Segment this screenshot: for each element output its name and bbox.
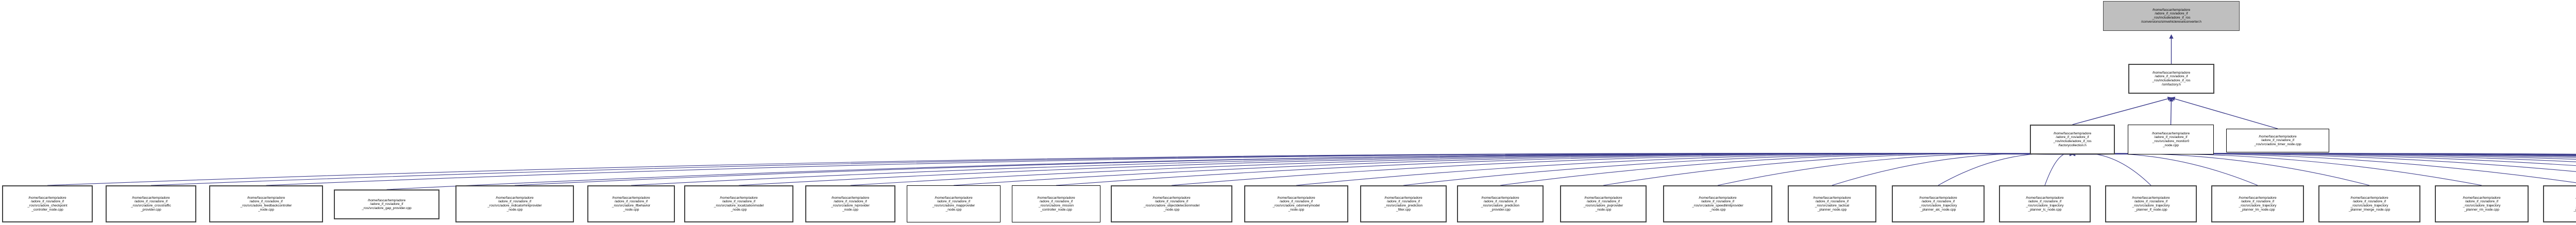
graph-node[interactable]: /home/fascar/temp/adore /adore_if_ros/ad… (2543, 185, 2576, 222)
graph-edge (953, 152, 2073, 186)
graph-edge (2072, 152, 2576, 157)
graph-node[interactable]: /home/fascar/temp/adore /adore_if_ros/ad… (2128, 64, 2214, 94)
graph-node-label: /home/fascar/temp/adore /adore_if_ros/ad… (2053, 131, 2092, 147)
graph-edge (2072, 96, 2172, 125)
graph-node-label: /home/fascar/temp/adore /adore_if_ros/ad… (1692, 196, 1743, 212)
graph-edge (2072, 152, 2576, 157)
graph-node-label: /home/fascar/temp/adore /adore_if_ros/ad… (2573, 196, 2576, 212)
graph-node-label: /home/fascar/temp/adore /adore_if_ros/ad… (1143, 196, 1200, 212)
graph-edge (2072, 152, 2576, 160)
graph-edge (2072, 152, 2576, 157)
graph-node[interactable]: /home/fascar/temp/adore /adore_if_ros/ad… (1560, 185, 1647, 222)
graph-edge (738, 152, 2073, 186)
graph-node[interactable]: /home/fascar/temp/adore /adore_if_ros/ad… (2211, 185, 2304, 222)
graph-node-label: /home/fascar/temp/adore /adore_if_ros/ad… (1813, 196, 1851, 212)
graph-edge (2072, 152, 2576, 172)
graph-node[interactable]: /home/fascar/temp/adore /adore_if_ros/ad… (1457, 185, 1544, 222)
graph-edge (2072, 152, 2258, 186)
graph-node-label: /home/fascar/temp/adore /adore_if_ros/ad… (2132, 196, 2170, 212)
graph-node-label: /home/fascar/temp/adore /adore_if_ros/ad… (240, 196, 292, 212)
graph-node[interactable]: /home/fascar/temp/adore /adore_if_ros/ad… (209, 185, 323, 222)
graph-node[interactable]: /home/fascar/temp/adore /adore_if_ros/ad… (2030, 125, 2115, 154)
graph-node-label: /home/fascar/temp/adore /adore_if_ros/ad… (2239, 196, 2277, 212)
graph-node[interactable]: /home/fascar/temp/adore /adore_if_ros/ad… (1892, 185, 1985, 222)
graph-node-label: /home/fascar/temp/adore /adore_if_ros/ad… (2151, 131, 2190, 147)
graph-node-label: /home/fascar/temp/adore /adore_if_ros/ad… (2348, 196, 2391, 212)
graph-node-label: /home/fascar/temp/adore /adore_if_ros/ad… (2141, 8, 2201, 24)
graph-node-label: /home/fascar/temp/adore /adore_if_ros/ad… (1037, 196, 1075, 212)
graph-edge (2072, 152, 2576, 157)
graph-node[interactable]: /home/fascar/temp/adore /adore_if_ros/ad… (2318, 185, 2420, 222)
graph-node[interactable]: /home/fascar/temp/adore /adore_if_ros/ad… (1360, 185, 1447, 222)
graph-edge (631, 152, 2073, 186)
graph-node-label: /home/fascar/temp/adore /adore_if_ros/ad… (2152, 71, 2191, 86)
graph-node-label: /home/fascar/temp/adore /adore_if_ros/ad… (2254, 134, 2301, 146)
graph-node[interactable]: /home/fascar/temp/adore /adore_if_ros/ad… (2226, 129, 2329, 152)
graph-edge (850, 152, 2073, 186)
graph-node[interactable]: /home/fascar/temp/adore /adore_if_ros/ad… (684, 185, 793, 222)
graph-edge (514, 152, 2073, 186)
graph-node-label: /home/fascar/temp/adore /adore_if_ros/ad… (1481, 196, 1520, 212)
graph-edge (2171, 96, 2278, 129)
graph-edge (2072, 152, 2576, 158)
graph-node[interactable]: /home/fascar/temp/adore /adore_if_ros/ad… (1244, 185, 1348, 222)
graph-edge (2072, 152, 2482, 186)
graph-node-label: /home/fascar/temp/adore /adore_if_ros/ad… (714, 196, 764, 212)
graph-edge (1832, 152, 2073, 186)
graph-node[interactable]: /home/fascar/temp/adore /adore_if_ros/ad… (907, 185, 1001, 222)
graph-edge (2072, 152, 2576, 157)
graph-node[interactable]: /home/fascar/temp/adore /adore_if_ros/ad… (2435, 185, 2529, 222)
graph-node[interactable]: /home/fascar/temp/adore /adore_if_ros/ad… (2128, 125, 2214, 154)
graph-node-label: /home/fascar/temp/adore /adore_if_ros/ad… (932, 196, 975, 212)
graph-node[interactable]: /home/fascar/temp/adore /adore_if_ros/ad… (1999, 185, 2091, 222)
graph-node[interactable]: /home/fascar/temp/adore /adore_if_ros/ad… (1012, 185, 1100, 222)
graph-node[interactable]: /home/fascar/temp/adore /adore_if_ros/ad… (455, 185, 574, 222)
graph-edge (1938, 152, 2073, 186)
graph-edge (2072, 152, 2576, 183)
graph-edge (1296, 152, 2073, 186)
graph-edge (1717, 152, 2073, 186)
graph-node[interactable]: /home/fascar/temp/adore /adore_if_ros/ad… (334, 189, 439, 219)
graph-edge (386, 152, 2073, 190)
graph-edge (47, 152, 2073, 186)
graph-edge (1171, 152, 2073, 186)
graph-node-label: /home/fascar/temp/adore /adore_if_ros/ad… (1919, 196, 1957, 212)
graph-node-label: /home/fascar/temp/adore /adore_if_ros/ad… (27, 196, 67, 212)
graph-node[interactable]: /home/fascar/temp/adore /adore_if_ros/ad… (2, 185, 93, 222)
graph-edge (2072, 152, 2576, 157)
graph-node-label: /home/fascar/temp/adore /adore_if_ros/ad… (2463, 196, 2501, 212)
graph-edge (2044, 151, 2073, 186)
graph-node-label: /home/fascar/temp/adore /adore_if_ros/ad… (612, 196, 651, 212)
graph-node[interactable]: /home/fascar/temp/adore /adore_if_ros/ad… (1111, 185, 1232, 222)
graph-edge (150, 152, 2073, 186)
graph-node[interactable]: /home/fascar/temp/adore /adore_if_ros/ad… (805, 185, 895, 222)
graph-edge (2072, 152, 2576, 157)
graph-edge (2072, 152, 2151, 186)
graph-node[interactable]: /home/fascar/temp/adore /adore_if_ros/ad… (1788, 185, 1876, 222)
graph-node-label: /home/fascar/temp/adore /adore_if_ros/ad… (487, 196, 542, 212)
graph-node-label: /home/fascar/temp/adore /adore_if_ros/ad… (1273, 196, 1320, 212)
graph-edge (2072, 152, 2576, 162)
graph-node[interactable]: /home/fascar/temp/adore /adore_if_ros/ad… (587, 185, 675, 222)
graph-node[interactable]: /home/fascar/temp/adore /adore_if_ros/ad… (106, 185, 196, 222)
graph-edge (2169, 97, 2174, 125)
graph-node-label: /home/fascar/temp/adore /adore_if_ros/ad… (1384, 196, 1423, 212)
graph-node-label: /home/fascar/temp/adore /adore_if_ros/ad… (1583, 196, 1623, 212)
graph-node[interactable]: /home/fascar/temp/adore /adore_if_ros/ad… (2105, 185, 2197, 222)
graph-edge (1500, 152, 2073, 186)
graph-node-label: /home/fascar/temp/adore /adore_if_ros/ad… (362, 198, 412, 210)
graph-node[interactable]: /home/fascar/temp/adore /adore_if_ros/ad… (1663, 185, 1772, 222)
graph-node-label: /home/fascar/temp/adore /adore_if_ros/ad… (131, 196, 171, 212)
graph-edge (2072, 152, 2576, 166)
graph-node-label: /home/fascar/temp/adore /adore_if_ros/ad… (831, 196, 870, 212)
graph-edge (2072, 152, 2576, 157)
graph-edge (1603, 152, 2073, 186)
graph-edge (2072, 152, 2370, 186)
graph-edge (1056, 152, 2073, 186)
graph-edge (1403, 152, 2073, 186)
graph-edge (266, 152, 2073, 186)
graph-node-label: /home/fascar/temp/adore /adore_if_ros/ad… (2026, 196, 2064, 212)
graph-node-root[interactable]: /home/fascar/temp/adore /adore_if_ros/ad… (2103, 1, 2240, 31)
